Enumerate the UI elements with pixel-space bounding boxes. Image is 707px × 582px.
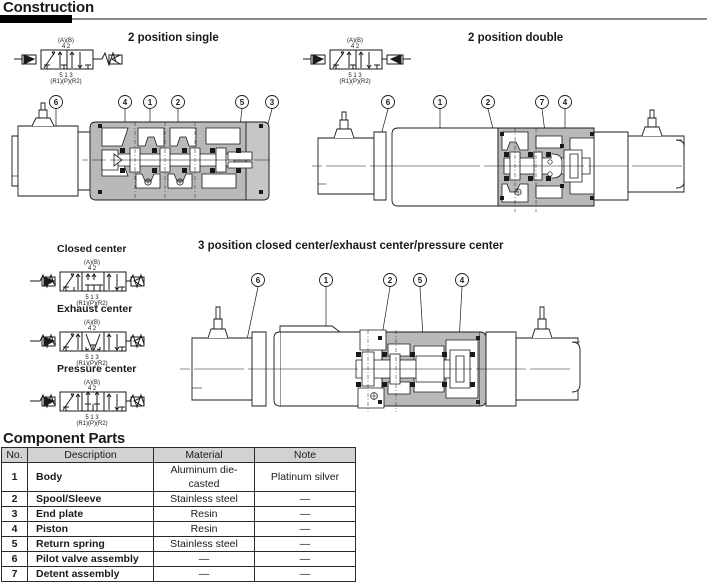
- svg-text:6: 6: [256, 276, 261, 285]
- svg-text:4 2: 4 2: [88, 386, 97, 392]
- table-header-row: No. Description Material Note: [1, 447, 356, 463]
- heading-two-position-single: 2 position single: [128, 32, 219, 44]
- cell-note: —: [254, 521, 356, 537]
- svg-text:6: 6: [54, 98, 59, 107]
- svg-text:2: 2: [176, 98, 181, 107]
- cell-note: —: [254, 566, 356, 582]
- cell-note: —: [254, 536, 356, 552]
- svg-text:5 1 3: 5 1 3: [348, 73, 362, 79]
- column-header-description: Description: [27, 447, 154, 463]
- svg-text:1: 1: [438, 98, 443, 107]
- cell-description: Pilot valve assembly: [27, 551, 154, 567]
- svg-text:2: 2: [388, 276, 393, 285]
- table-row: 2 Spool/Sleeve Stainless steel —: [1, 491, 356, 507]
- label-closed-center: Closed center: [57, 243, 127, 255]
- table-row: 7 Detent assembly — —: [1, 566, 356, 582]
- svg-text:4 2: 4 2: [351, 44, 360, 50]
- svg-text:4: 4: [460, 276, 465, 285]
- cell-note: —: [254, 491, 356, 507]
- column-header-note: Note: [254, 447, 356, 463]
- cell-material: Stainless steel: [153, 536, 255, 552]
- cell-description: Return spring: [27, 536, 154, 552]
- symbol-two-position-single: (A)(B) 4 2 5 1 3 (R1)(P)(R2): [14, 34, 124, 85]
- component-parts-title: Component Parts: [3, 430, 126, 447]
- svg-text:6: 6: [386, 98, 391, 107]
- svg-text:4 2: 4 2: [88, 266, 97, 272]
- column-header-no: No.: [1, 447, 28, 463]
- cell-material: —: [153, 551, 255, 567]
- symbol-port-bottom-numbers: 5 1 3: [59, 73, 73, 79]
- svg-text:(A)(B): (A)(B): [84, 260, 100, 266]
- cell-no: 7: [1, 566, 28, 582]
- title-rule: [0, 15, 707, 23]
- table-row: 4 Piston Resin —: [1, 521, 356, 537]
- symbol-pressure-center: (A)(B) 4 2 5 1 3 (R1)(P)(R2): [30, 376, 160, 427]
- symbol-exhaust-center: (A)(B) 4 2 5 1 3 (R1)(P)(R2): [30, 316, 160, 367]
- table-row: 3 End plate Resin —: [1, 506, 356, 522]
- assembly-two-position-double: 6 1 2 7 4: [312, 92, 704, 222]
- svg-text:(R1)(P)(R2): (R1)(P)(R2): [76, 361, 107, 367]
- svg-text:(A)(B): (A)(B): [347, 38, 363, 44]
- cell-description: Spool/Sleeve: [27, 491, 154, 507]
- table-row: 6 Pilot valve assembly — —: [1, 551, 356, 567]
- cell-no: 1: [1, 462, 28, 492]
- svg-text:5 1 3: 5 1 3: [85, 415, 99, 421]
- svg-text:4: 4: [123, 98, 128, 107]
- cell-note: —: [254, 506, 356, 522]
- table-row: 1 Body Aluminum die-casted Platinum silv…: [1, 462, 356, 492]
- svg-text:(A)(B): (A)(B): [84, 380, 100, 386]
- svg-text:5 1 3: 5 1 3: [85, 355, 99, 361]
- svg-text:1: 1: [148, 98, 153, 107]
- cell-description: Body: [27, 462, 154, 492]
- svg-text:(R1)(P)(R2): (R1)(P)(R2): [76, 301, 107, 307]
- cell-material: Stainless steel: [153, 491, 255, 507]
- table-row: 5 Return spring Stainless steel —: [1, 536, 356, 552]
- cell-material: Aluminum die-casted: [153, 462, 255, 492]
- symbol-port-bottom-names: (R1)(P)(R2): [50, 79, 81, 85]
- label-exhaust-center: Exhaust center: [57, 303, 133, 315]
- svg-text:1: 1: [324, 276, 329, 285]
- cell-description: Piston: [27, 521, 154, 537]
- title-rule-cap: [0, 15, 72, 23]
- svg-text:(R1)(P)(R2): (R1)(P)(R2): [76, 421, 107, 427]
- heading-two-position-double: 2 position double: [468, 32, 564, 44]
- svg-text:5 1 3: 5 1 3: [85, 295, 99, 301]
- svg-text:5: 5: [418, 276, 423, 285]
- component-parts-table: No. Description Material Note 1 Body Alu…: [1, 447, 356, 582]
- symbol-two-position-double: (A)(B) 4 2 5 1 3 (R1)(P)(R2): [303, 34, 413, 85]
- heading-three-position: 3 position closed center/exhaust center/…: [198, 240, 504, 252]
- svg-text:(R1)(P)(R2): (R1)(P)(R2): [339, 79, 370, 85]
- cell-description: Detent assembly: [27, 566, 154, 582]
- svg-text:4: 4: [563, 98, 568, 107]
- label-pressure-center: Pressure center: [57, 363, 137, 375]
- cell-no: 6: [1, 551, 28, 567]
- cell-no: 5: [1, 536, 28, 552]
- cell-note: Platinum silver: [254, 462, 356, 492]
- svg-text:2: 2: [486, 98, 491, 107]
- assembly-two-position-single: 6 4 1 2 5 3: [10, 92, 310, 222]
- svg-text:4 2: 4 2: [88, 326, 97, 332]
- cell-description: End plate: [27, 506, 154, 522]
- svg-text:3: 3: [270, 98, 275, 107]
- svg-text:7: 7: [540, 98, 545, 107]
- svg-text:5: 5: [240, 98, 245, 107]
- cell-note: —: [254, 551, 356, 567]
- cell-no: 4: [1, 521, 28, 537]
- symbol-closed-center: (A)(B) 4 2 5 1 3 (R1)(P)(R2): [30, 256, 160, 307]
- cell-material: —: [153, 566, 255, 582]
- svg-text:(A)(B): (A)(B): [84, 320, 100, 326]
- cell-material: Resin: [153, 506, 255, 522]
- cell-no: 3: [1, 506, 28, 522]
- symbol-port-top-numbers: 4 2: [62, 44, 71, 50]
- column-header-material: Material: [153, 447, 255, 463]
- symbol-port-top-names: (A)(B): [58, 38, 74, 44]
- cell-no: 2: [1, 491, 28, 507]
- assembly-three-position: 6 1 2 5 4: [150, 268, 600, 420]
- cell-material: Resin: [153, 521, 255, 537]
- page-title: Construction: [3, 0, 94, 16]
